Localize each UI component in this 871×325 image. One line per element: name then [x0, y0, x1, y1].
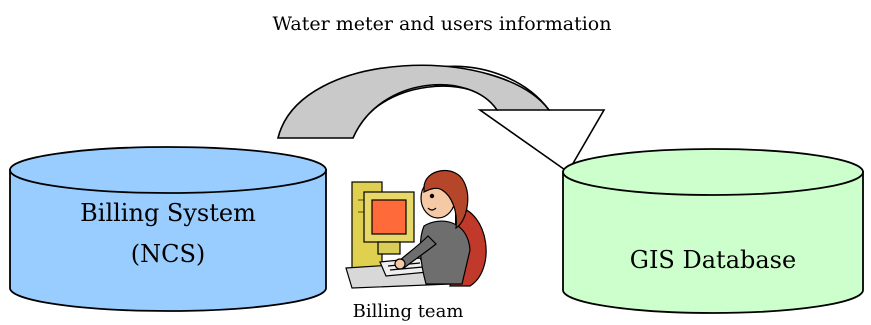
monitor-screen [371, 199, 407, 235]
flow-label: Water meter and users information [273, 13, 612, 35]
gis-database [562, 148, 864, 314]
office-worker-clipart [345, 169, 487, 289]
billing-system-label: Billing System [80, 199, 256, 227]
gis-database-label: GIS Database [630, 246, 796, 274]
gis-cylinder-top [562, 148, 864, 196]
curved-arrow-icon [276, 64, 606, 174]
worker-body [419, 220, 471, 285]
worker-hair [423, 169, 469, 230]
billing-team-label: Billing team [353, 301, 464, 322]
billing-system-database [9, 146, 327, 312]
gis-cylinder-body [562, 171, 864, 314]
curved-arrow-tail [276, 64, 551, 139]
worker-arm [397, 235, 437, 269]
billing-cylinder-body [9, 169, 327, 312]
billing-system-sublabel: (NCS) [131, 240, 206, 268]
billing-cylinder-top [9, 146, 327, 194]
